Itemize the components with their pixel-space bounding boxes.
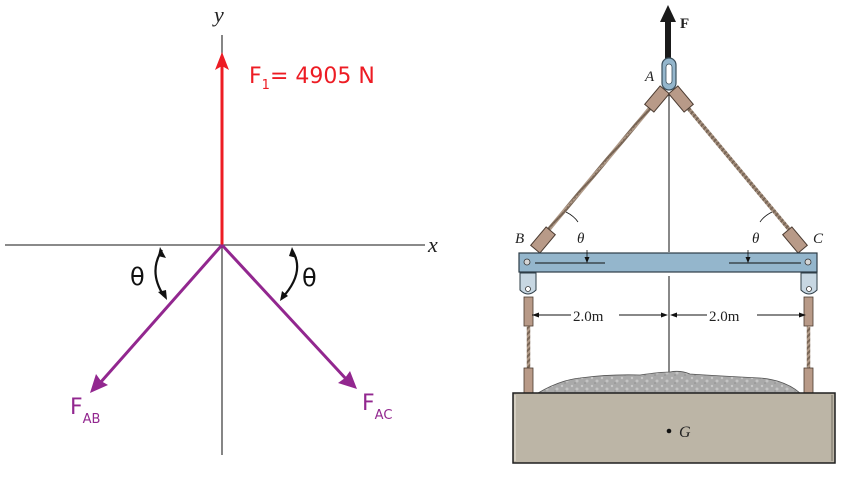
lift-force-arrow [660, 5, 676, 65]
force-fab-label: FAB [70, 395, 100, 427]
angle-arc-right [280, 247, 299, 301]
bin [512, 392, 836, 464]
force-fab-arrow [90, 244, 224, 393]
point-c-label: C [813, 231, 824, 247]
rigging-illustration: F A θ θ B C [512, 5, 836, 464]
force-f1-label: F1= 4905 N [249, 64, 375, 93]
cable-ab [529, 85, 671, 254]
hanger-left [523, 296, 534, 399]
angle-theta-c: θ [752, 231, 760, 247]
point-b-label: B [515, 231, 524, 247]
force-f1-arrow [215, 52, 229, 245]
lug-right [800, 272, 818, 295]
angle-pointer-left [565, 211, 579, 223]
free-body-diagram: x y F1= 4905 N FAB FAC [5, 2, 438, 455]
hanger-right [803, 296, 814, 399]
center-of-gravity-dot [666, 428, 672, 434]
dimension-lines [532, 312, 806, 318]
angle-pointer-right [759, 211, 773, 223]
angle-theta-b: θ [577, 231, 585, 247]
y-axis-label: y [212, 2, 224, 27]
point-a-label: A [644, 69, 655, 85]
dimension-right: 2.0m [709, 309, 740, 325]
dimension-left: 2.0m [573, 309, 604, 325]
lug-left [519, 272, 537, 295]
angle-theta-right: θ [302, 264, 317, 292]
shackle-a [661, 57, 677, 91]
gravel-pile [536, 370, 802, 394]
force-fac-label: FAC [362, 391, 392, 423]
x-axis-label: x [427, 232, 438, 257]
center-of-gravity-label: G [679, 424, 691, 441]
spreader-beam [518, 250, 818, 273]
cable-ac [667, 85, 809, 254]
force-fac-arrow [220, 243, 357, 389]
lift-force-label: F [680, 16, 689, 32]
angle-theta-left: θ [130, 263, 145, 291]
angle-arc-left [154, 247, 167, 300]
